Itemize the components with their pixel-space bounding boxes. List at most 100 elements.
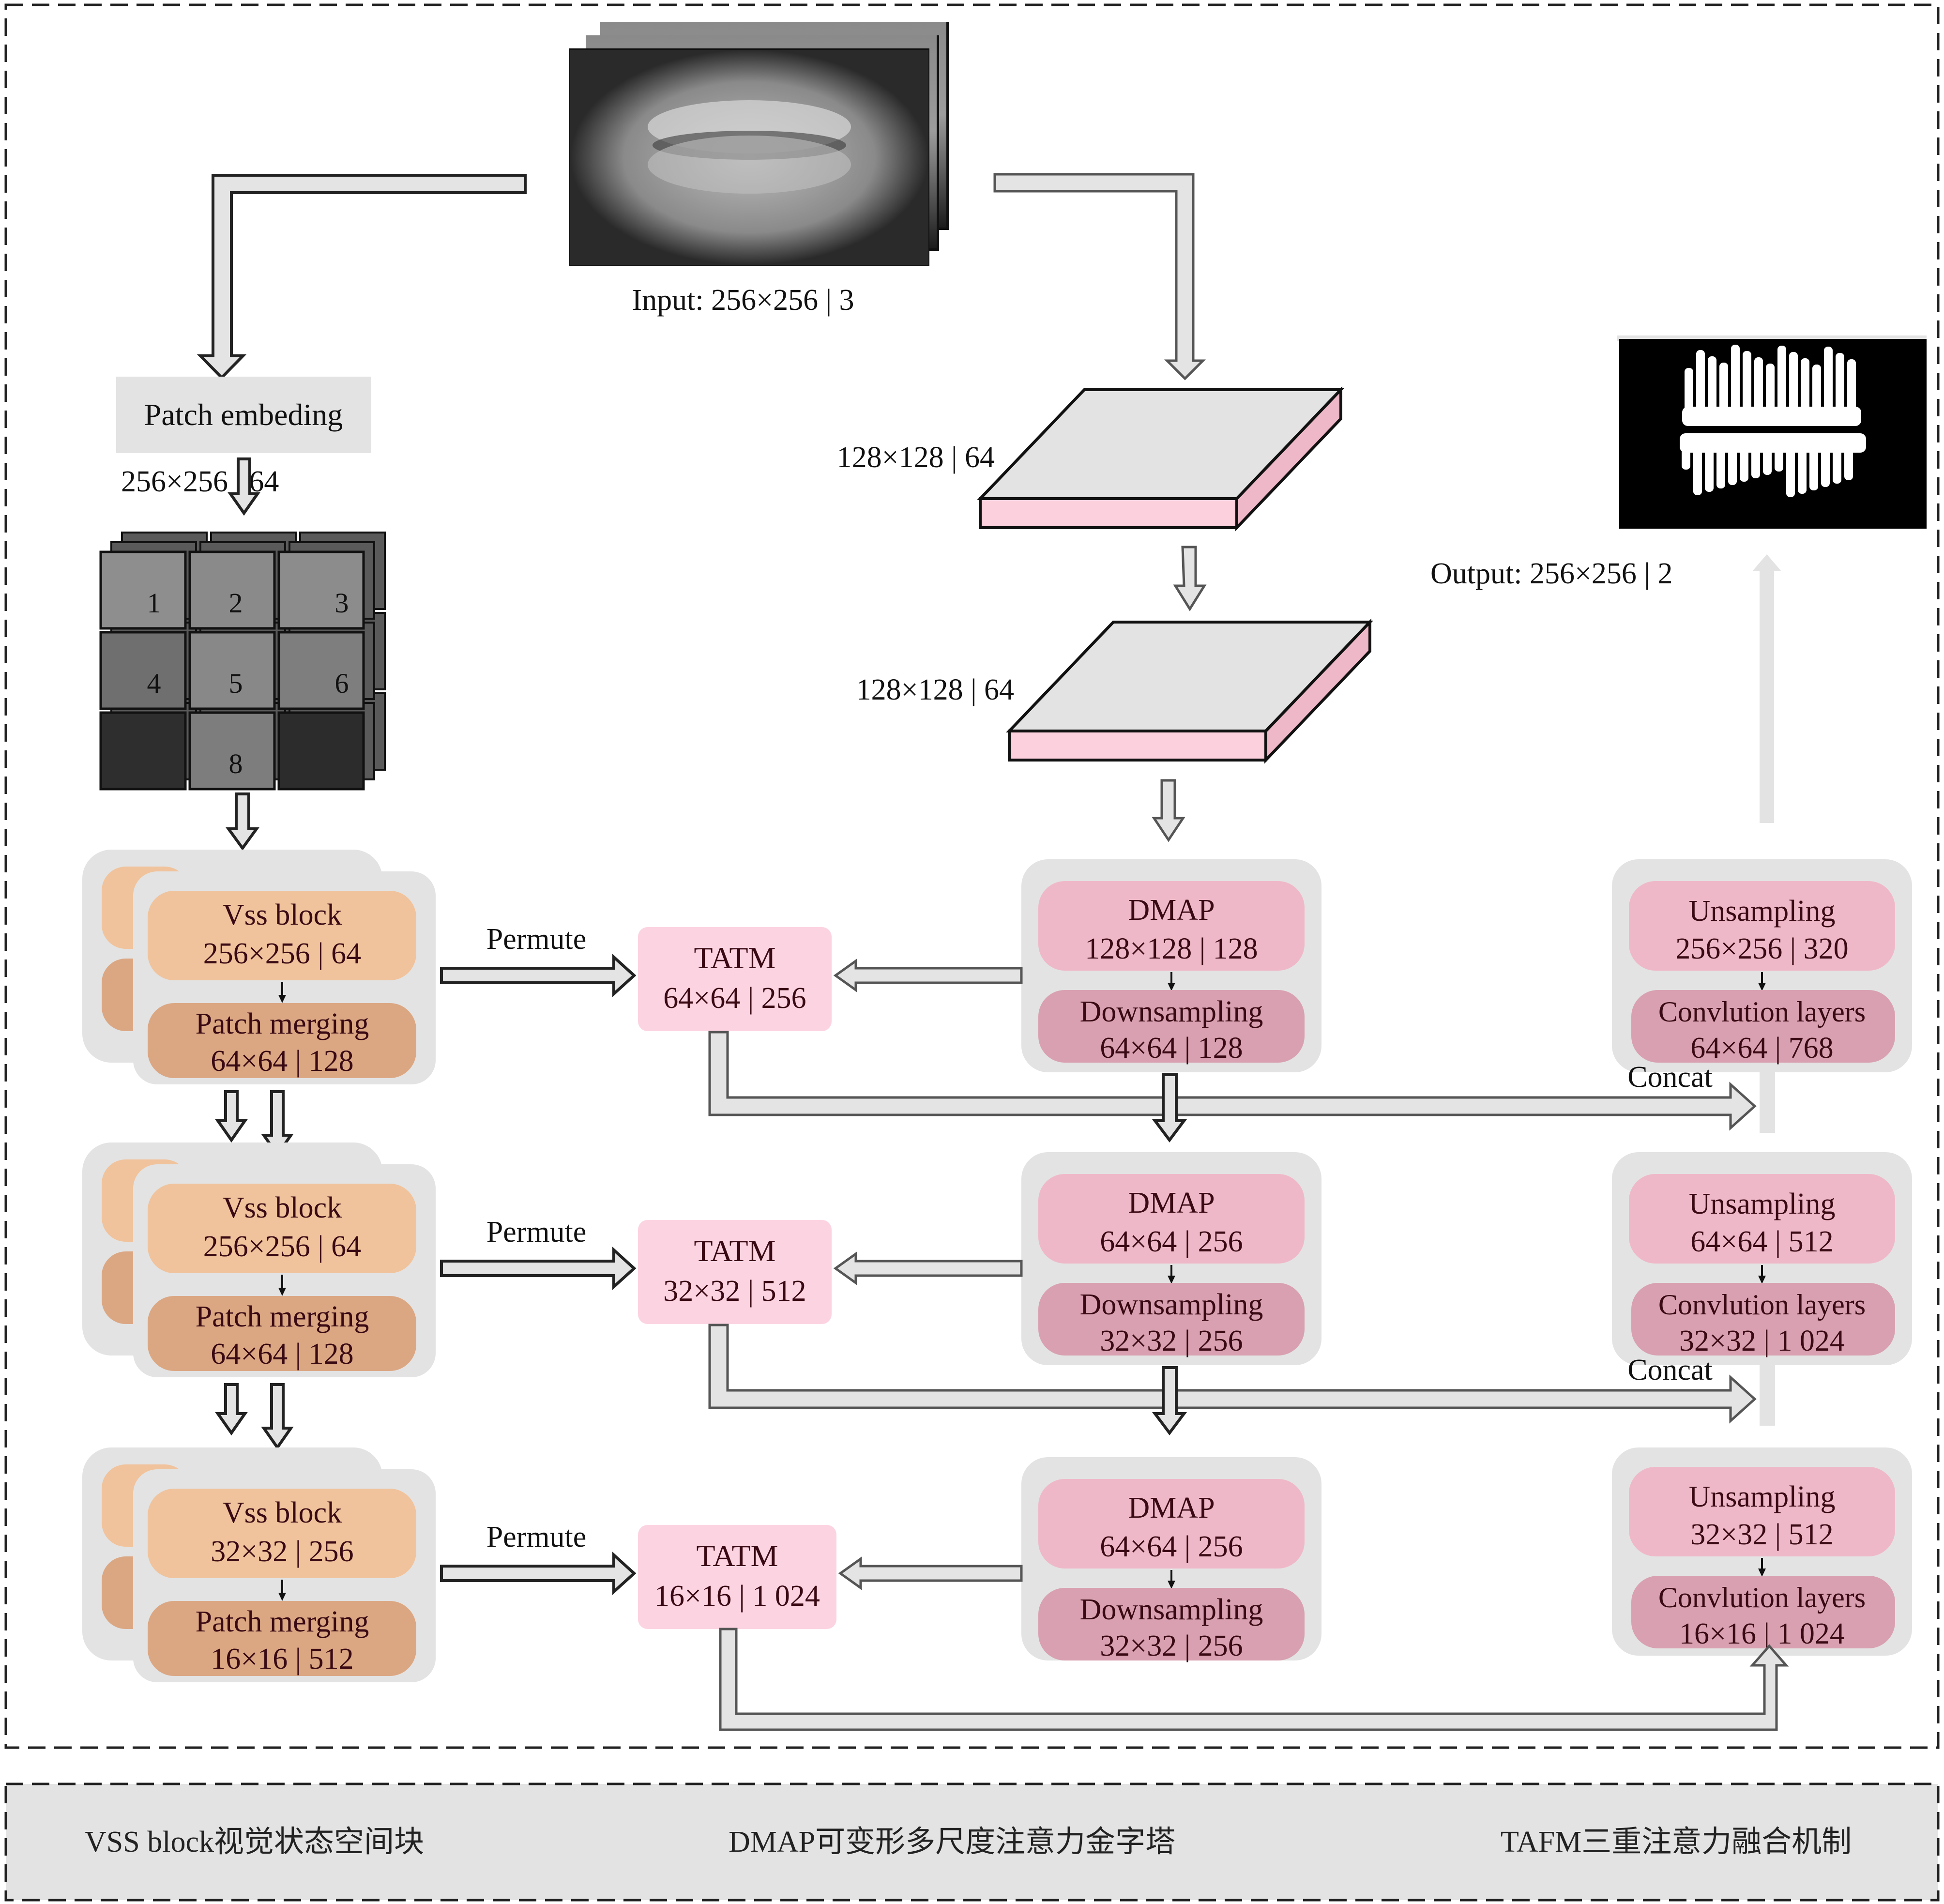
dmap-dims: 128×128 | 128 <box>1085 932 1258 965</box>
upsampling-dims: 32×32 | 512 <box>1690 1518 1833 1551</box>
patch-tile <box>99 711 187 791</box>
patch-number: 8 <box>229 748 243 779</box>
arrow-encoder-down <box>261 1383 294 1450</box>
patch-tile <box>188 711 276 791</box>
tatm-dims: 64×64 | 256 <box>663 982 806 1015</box>
patch-merging-dims: 64×64 | 128 <box>211 1045 353 1078</box>
downsampling-block <box>1038 990 1305 1063</box>
permute-arrow <box>440 954 637 997</box>
stem-block-1-dims: 128×128 | 64 <box>837 441 995 474</box>
upsampling-block <box>1629 1467 1895 1556</box>
stem-block-2-dims: 128×128 | 64 <box>856 673 1014 706</box>
permute-label: Permute <box>486 1216 587 1249</box>
concat-label: Concat <box>1627 1354 1713 1386</box>
downsampling-dims: 32×32 | 256 <box>1100 1630 1243 1662</box>
tatm-title: TATM <box>694 1234 775 1268</box>
convolution-block <box>1631 1283 1895 1356</box>
downsampling-dims: 64×64 | 128 <box>1100 1032 1243 1065</box>
skip-to-decoder-arrow <box>719 1628 1789 1731</box>
downsampling-dims: 32×32 | 256 <box>1100 1325 1243 1357</box>
dmap-dims: 64×64 | 256 <box>1100 1530 1243 1563</box>
patch-number: 1 <box>147 587 161 619</box>
concat-label: Concat <box>1627 1061 1713 1094</box>
input-image-stack <box>569 22 949 266</box>
tatm-block <box>638 927 832 1031</box>
dmap-to-tatm-arrow <box>838 1556 1023 1590</box>
patch-merging-block <box>148 1601 416 1676</box>
pipe-input-to-patch-embed <box>197 174 527 380</box>
permute-label: Permute <box>486 923 587 956</box>
vss-block-dims: 256×256 | 64 <box>203 937 361 970</box>
upsampling-block <box>1629 881 1895 971</box>
tatm-dims: 32×32 | 512 <box>663 1275 806 1308</box>
patch-tile <box>277 711 365 791</box>
legend-panel <box>4 1782 1940 1902</box>
output-mask-image <box>1617 335 1927 529</box>
vss-block-title: Vss block <box>223 899 342 931</box>
patch-merging-title: Patch merging <box>196 1300 369 1333</box>
patch-tile <box>277 631 365 710</box>
convolution-title: Convlution layers <box>1658 1289 1866 1321</box>
vss-block <box>148 891 416 980</box>
patch-tile <box>99 550 187 630</box>
downsampling-block <box>1038 1283 1305 1356</box>
patch-tile <box>99 631 187 710</box>
patch-tile <box>277 550 365 630</box>
patch-number: 5 <box>229 668 243 699</box>
legend-item-dmap: DMAP可变形多尺度注意力金字塔 <box>729 1826 1175 1858</box>
patch-merging-title: Patch merging <box>196 1605 369 1638</box>
legend-item-tafm: TAFM三重注意力融合机制 <box>1501 1826 1852 1858</box>
patch-number: 4 <box>147 668 161 699</box>
patch-grid: 1 2 3 4 5 6 8 <box>99 532 386 791</box>
vss-block <box>148 1184 416 1273</box>
dmap-block <box>1038 1174 1305 1264</box>
patch-tile <box>188 550 276 630</box>
upsampling-dims: 64×64 | 512 <box>1690 1225 1833 1258</box>
dmap-to-tatm-arrow <box>833 1251 1023 1285</box>
permute-arrow <box>440 1247 637 1290</box>
vss-block-dims: 32×32 | 256 <box>211 1535 353 1568</box>
pipe-input-to-stem <box>993 173 1206 381</box>
arrow-patches-to-encoder <box>226 792 259 851</box>
dmap-down-arrow <box>1152 1366 1187 1435</box>
patch-merging-dims: 64×64 | 128 <box>211 1338 353 1371</box>
output-label: Output: 256×256 | 2 <box>1430 557 1672 590</box>
dmap-down-arrow <box>1152 1073 1187 1142</box>
arrow-to-output <box>1752 554 1781 823</box>
permute-arrow <box>440 1552 637 1595</box>
vss-block-title: Vss block <box>223 1496 342 1529</box>
dmap-title: DMAP <box>1128 894 1215 927</box>
patch-number: 3 <box>335 587 349 619</box>
downsampling-title: Downsampling <box>1080 1593 1263 1626</box>
upsampling-title: Unsampling <box>1688 895 1835 928</box>
patch-number: 2 <box>229 587 243 619</box>
dmap-title: DMAP <box>1128 1492 1215 1524</box>
patch-embedding-label: Patch embeding <box>144 397 343 432</box>
stem-block-2 <box>1005 618 1374 764</box>
downsampling-title: Downsampling <box>1080 1288 1263 1321</box>
vss-block-title: Vss block <box>223 1191 342 1224</box>
patch-merging-title: Patch merging <box>196 1007 369 1040</box>
upsampling-title: Unsampling <box>1688 1188 1835 1220</box>
convolution-block <box>1631 990 1895 1063</box>
stem-block-1 <box>976 386 1345 532</box>
concat-skip-arrow <box>708 1031 1757 1131</box>
patch-embedding-box <box>116 377 371 453</box>
patch-merging-block <box>148 1296 416 1371</box>
stage-row-1: Vss block 256×256 | 64 Patch merging 64×64 … <box>82 850 1912 1158</box>
convolution-dims: 32×32 | 1 024 <box>1679 1325 1845 1357</box>
arrow-stem-1-to-2 <box>1173 546 1207 611</box>
dmap-block <box>1038 881 1305 971</box>
downsampling-title: Downsampling <box>1080 995 1263 1028</box>
patch-number: 6 <box>335 668 349 699</box>
arrow-patch-embed-down <box>228 457 260 516</box>
arrow-stem-to-dmap <box>1152 779 1185 842</box>
convolution-title: Convlution layers <box>1658 1582 1866 1614</box>
concat-skip-arrow <box>708 1324 1757 1424</box>
dmap-block <box>1038 1479 1305 1569</box>
input-label: Input: 256×256 | 3 <box>632 284 854 317</box>
arrow-encoder-down <box>215 1090 248 1143</box>
